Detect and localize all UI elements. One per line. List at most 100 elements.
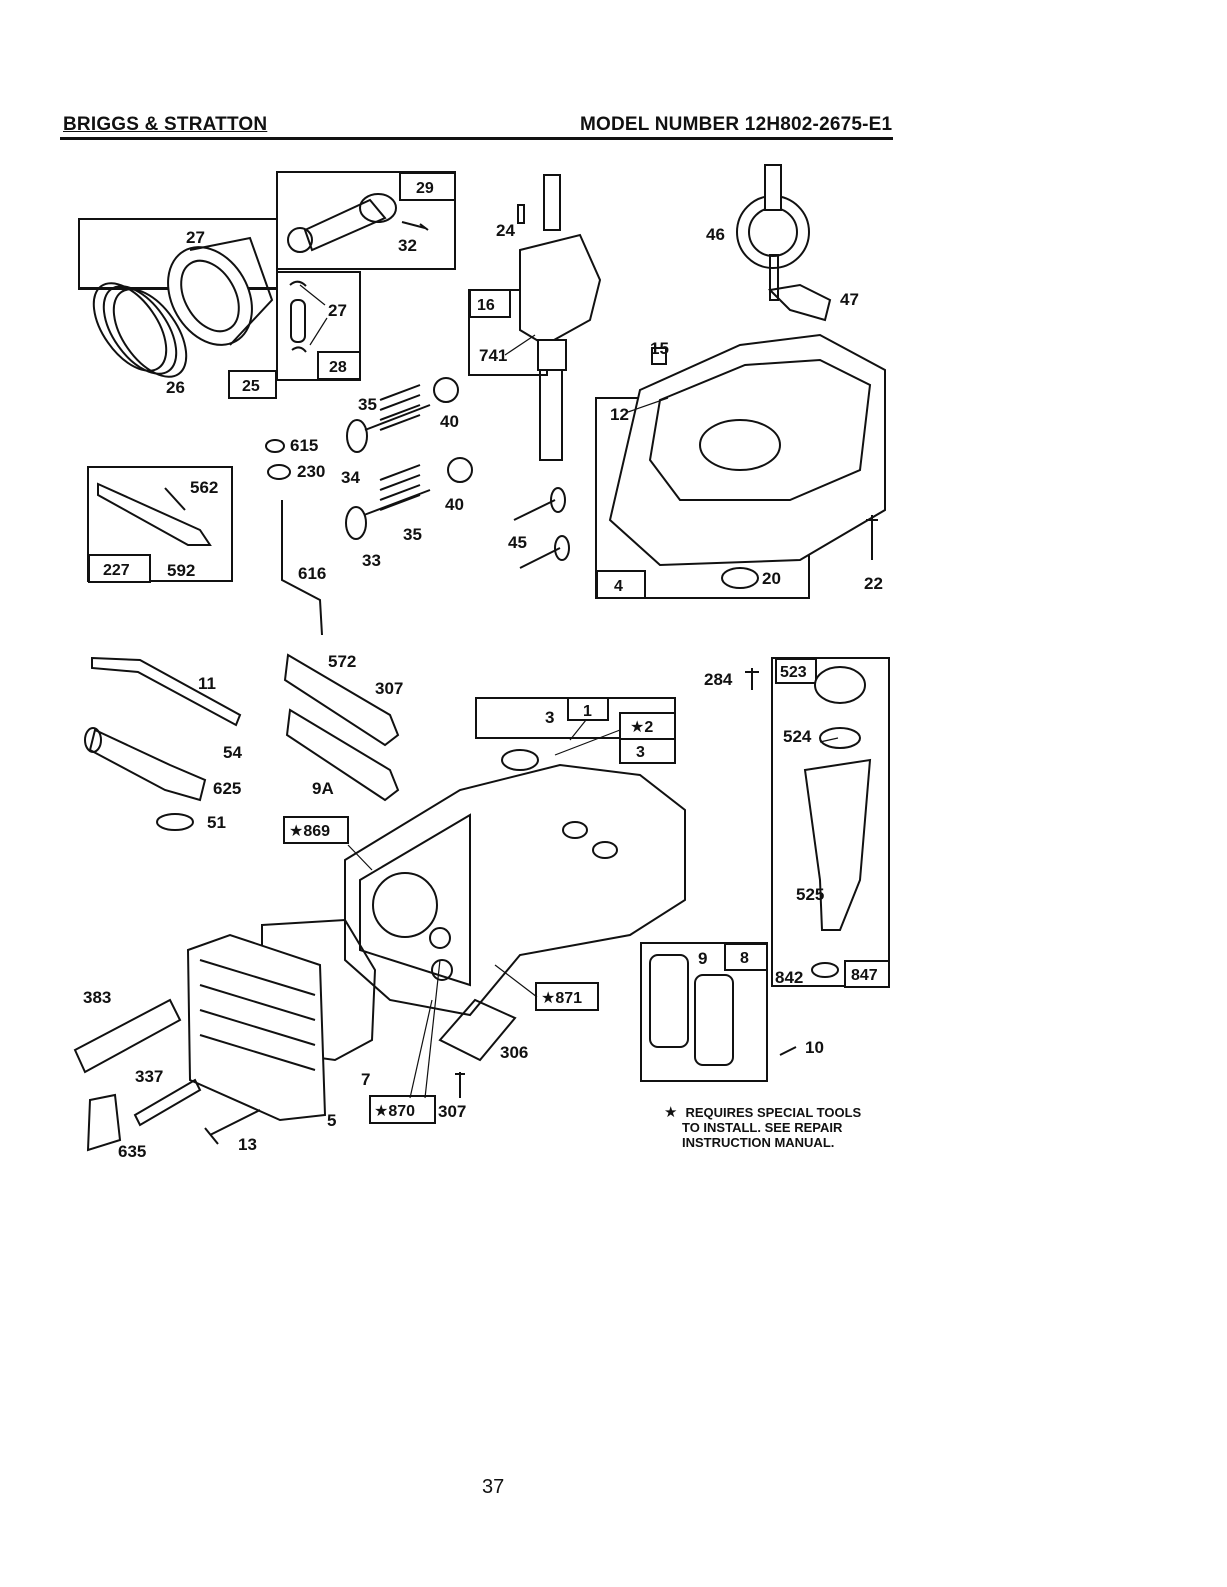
cylinder-block — [344, 749, 686, 1017]
oil-plug-15 — [651, 347, 667, 365]
kit-box-4: 4 — [596, 570, 646, 599]
kit-box-29: 29 — [399, 172, 456, 201]
callout-230: 230 — [297, 462, 325, 481]
breather-plate — [649, 954, 734, 1066]
callout-615: 615 — [290, 436, 318, 455]
kit-box-label: 523 — [780, 664, 807, 681]
kit-box-label: 29 — [416, 180, 434, 197]
kit-box-871: ★871 — [535, 982, 599, 1011]
callout-307-top: 307 — [375, 679, 403, 698]
dipstick-frame — [771, 657, 890, 987]
callout-7: 7 — [361, 1070, 370, 1089]
kit-box-28: 28 — [317, 351, 361, 380]
head-bolt-13 — [204, 1109, 261, 1145]
kit-box-2: ★2 — [619, 712, 676, 740]
brand-title: BRIGGS & STRATTON — [63, 114, 268, 135]
kit-box-label: ★870 — [374, 1103, 415, 1120]
kit-box-label: ★871 — [541, 990, 582, 1007]
oil-fill-cap — [814, 666, 866, 749]
sump-cover — [608, 333, 886, 567]
callout-35-lower: 35 — [403, 525, 422, 544]
callout-45: 45 — [508, 533, 527, 552]
callout-741: 741 — [479, 346, 507, 365]
header-rule — [60, 137, 893, 140]
callout-27: 27 — [186, 228, 205, 247]
kit-box-label: ★869 — [289, 823, 330, 840]
plug-boot-635 — [86, 1093, 122, 1152]
kit-box-870: ★870 — [369, 1095, 436, 1124]
callout-32: 32 — [398, 236, 417, 255]
spark-plug-wire-383 — [73, 998, 182, 1074]
callout-27-lower: 27 — [328, 301, 347, 320]
callout-46: 46 — [706, 225, 725, 244]
crankshaft — [517, 174, 602, 461]
star-icon: ★ — [664, 1104, 678, 1121]
callout-307-bottom: 307 — [438, 1102, 466, 1121]
valve-cover-gaskets — [283, 653, 400, 802]
spark-plug — [133, 1078, 202, 1127]
washers — [265, 439, 291, 480]
kit-box-25: 25 — [228, 370, 277, 399]
callout-5: 5 — [327, 1111, 336, 1130]
kit-box-label: 847 — [851, 967, 878, 984]
callout-13: 13 — [238, 1135, 257, 1154]
callouts: 27 32 26 24 741 46 47 15 12 35 40 615 23… — [83, 221, 883, 1161]
sump-bolt-22 — [866, 515, 878, 560]
callout-34: 34 — [341, 468, 360, 487]
callout-24: 24 — [496, 221, 515, 240]
dipstick-tube-11 — [91, 656, 242, 727]
callout-625: 625 — [213, 779, 241, 798]
leader-lines — [299, 284, 839, 1099]
callout-40-lower: 40 — [445, 495, 464, 514]
callout-635: 635 — [118, 1142, 146, 1161]
bolt-307 — [455, 1072, 465, 1098]
kit-box-label: 3 — [636, 744, 645, 761]
gasket-51 — [156, 813, 194, 831]
kit-box-label: 28 — [329, 359, 347, 376]
valve-tappets-45 — [513, 487, 570, 569]
note-line-1: REQUIRES SPECIAL TOOLS — [685, 1105, 862, 1120]
breather-frame — [640, 942, 768, 1082]
kit-box-16: 16 — [469, 289, 511, 318]
note-line-2: TO INSTALL. SEE REPAIR — [682, 1120, 843, 1135]
callout-12: 12 — [610, 405, 629, 424]
callout-383: 383 — [83, 988, 111, 1007]
kit-box-869: ★869 — [283, 816, 349, 844]
callout-40: 40 — [440, 412, 459, 431]
valve-springs — [379, 384, 421, 511]
callout-524: 524 — [783, 727, 812, 746]
special-tools-note: ★ REQUIRES SPECIAL TOOLS TO INSTALL. SEE … — [664, 1105, 861, 1150]
wrist-pin — [289, 280, 307, 353]
callout-337: 337 — [135, 1067, 163, 1086]
piston — [167, 236, 274, 346]
kit-box-523: 523 — [775, 658, 817, 684]
callout-54: 54 — [223, 743, 242, 762]
kit-box-label: 16 — [477, 297, 495, 314]
callout-47: 47 — [840, 290, 859, 309]
callout-284: 284 — [704, 670, 733, 689]
governor-rod-616 — [281, 500, 323, 636]
kit-box-label: 1 — [583, 703, 592, 720]
callout-842: 842 — [775, 968, 803, 987]
kit-box-8: 8 — [724, 943, 768, 971]
callout-616: 616 — [298, 564, 326, 583]
bolt-284 — [745, 668, 759, 690]
governor-lever — [97, 482, 212, 546]
callout-26: 26 — [166, 378, 185, 397]
kit-box-1: 1 — [567, 697, 609, 721]
oil-seal-20 — [721, 567, 759, 589]
kit-box-label: 8 — [740, 950, 749, 967]
cylinder-head — [186, 933, 327, 1122]
governor-frame — [87, 466, 233, 582]
callout-15: 15 — [650, 339, 669, 358]
callout-9: 9 — [698, 949, 707, 968]
model-number: MODEL NUMBER 12H802-2675-E1 — [580, 114, 893, 135]
kit-box-label: 25 — [242, 378, 260, 395]
piston-rings — [92, 282, 188, 378]
callout-306: 306 — [500, 1043, 528, 1062]
kit-box-label: 4 — [614, 578, 623, 595]
kit-box-847: 847 — [844, 960, 890, 988]
callout-572: 572 — [328, 652, 356, 671]
valve-caps — [433, 377, 473, 483]
callout-592: 592 — [167, 561, 195, 580]
